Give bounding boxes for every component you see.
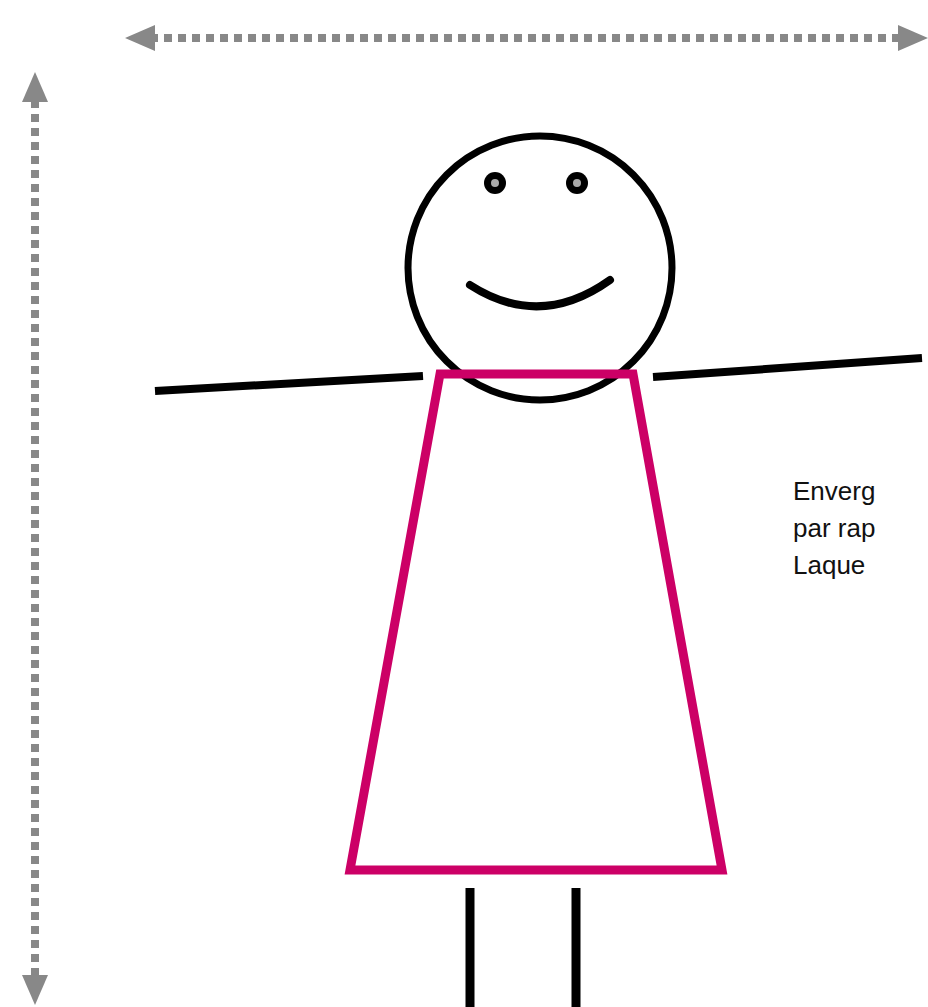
note-text: Enverg	[793, 476, 875, 506]
note-text: Laque	[793, 550, 865, 580]
note-text: par rap	[793, 513, 875, 543]
width-dimension-arrow	[125, 25, 928, 51]
dress	[350, 374, 722, 870]
head	[408, 136, 672, 400]
legs	[470, 888, 576, 1007]
height-dimension-arrow	[22, 72, 48, 1005]
